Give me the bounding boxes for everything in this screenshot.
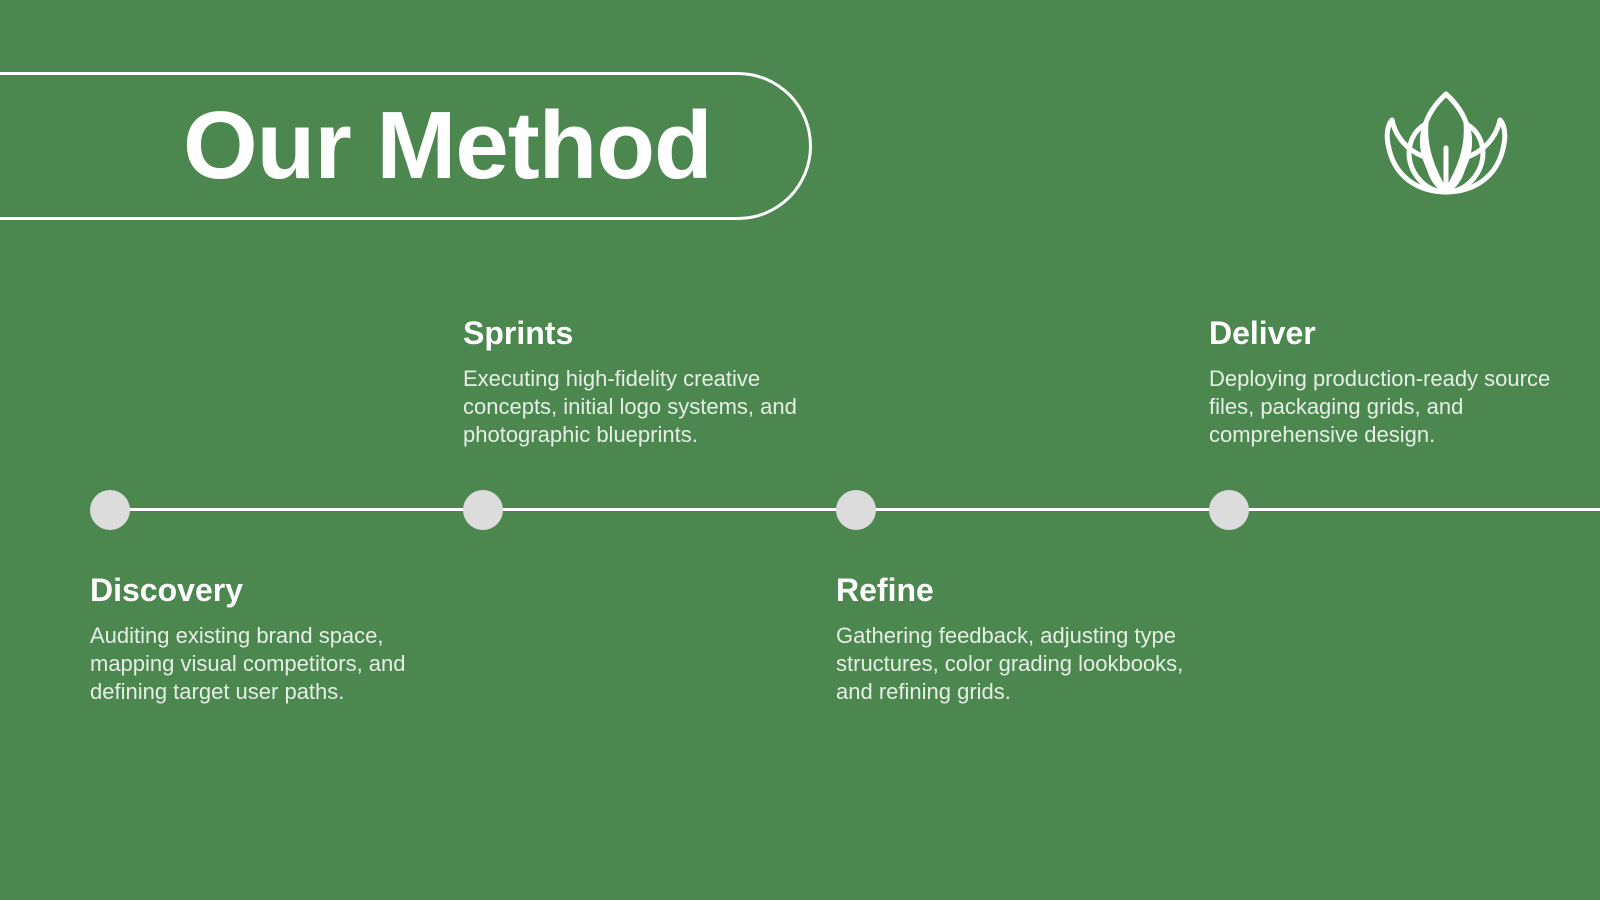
- step-title: Deliver: [1209, 315, 1316, 351]
- step-refine: Refine Gathering feedback, adjusting typ…: [836, 572, 1196, 706]
- step-title: Sprints: [463, 315, 574, 351]
- step-title: Discovery: [90, 572, 243, 608]
- step-description: Executing high-fidelity creative concept…: [463, 366, 797, 448]
- timeline-dot-discovery: [90, 490, 130, 530]
- title-pill-outline: [0, 72, 812, 220]
- step-discovery: Discovery Auditing existing brand space,…: [90, 572, 450, 706]
- step-title: Refine: [836, 572, 934, 608]
- step-sprints: Sprints Executing high-fidelity creative…: [463, 315, 823, 449]
- timeline-dot-sprints: [463, 490, 503, 530]
- step-description: Deploying production-ready source files,…: [1209, 366, 1551, 448]
- timeline-dot-refine: [836, 490, 876, 530]
- page-title: Our Method: [183, 92, 713, 199]
- lotus-icon: [1384, 91, 1508, 195]
- step-deliver: Deliver Deploying production-ready sourc…: [1209, 315, 1569, 449]
- step-description: Auditing existing brand space, mapping v…: [90, 623, 406, 705]
- step-description: Gathering feedback, adjusting type struc…: [836, 623, 1184, 705]
- timeline-dot-deliver: [1209, 490, 1249, 530]
